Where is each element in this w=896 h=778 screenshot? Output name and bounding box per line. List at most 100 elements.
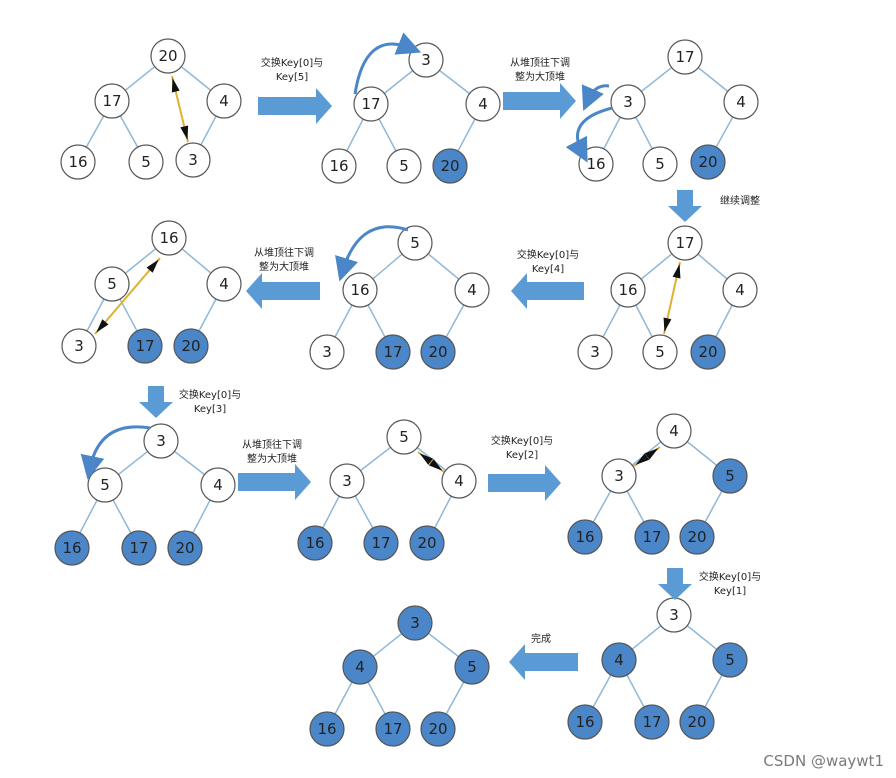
t4-node-value: 16 [618,281,637,299]
t9-node: 5 [712,458,748,494]
t11-node-circle [397,605,433,641]
t6-node-circle [206,266,242,302]
t4-node: 16 [610,272,646,308]
t10-node-circle [679,704,715,740]
curve-arrow-t2 [353,32,422,95]
t8-node: 3 [329,463,365,499]
t6-node: 20 [173,328,209,364]
t5-node-value: 20 [428,343,447,361]
t10-node: 5 [712,642,748,678]
t8-node: 5 [386,419,422,455]
label-adjust-c-2: 整为大顶堆 [247,452,297,465]
arrow-right-2 [503,83,576,119]
t6-node-value: 16 [159,229,178,247]
t4-node: 5 [642,334,678,370]
t8-node-circle [297,525,333,561]
t9-node-value: 5 [725,467,735,485]
t8-node: 17 [363,525,399,561]
label-continue: 继续调整 [720,194,760,207]
t2-node: 4 [465,86,501,122]
t1-node: 20 [150,38,186,74]
t10-node: 4 [601,642,637,678]
t10-node-value: 20 [687,713,706,731]
t1-node: 16 [60,144,96,180]
t5-node-value: 4 [467,281,477,299]
t8-node-circle [386,419,422,455]
label-swap-0-3-2: Key[3] [194,404,226,415]
t5-node-circle [375,334,411,370]
t9-node-circle [567,519,603,555]
t3-node-value: 16 [586,155,605,173]
label-adjust-b-2: 整为大顶堆 [259,260,309,273]
t2-node-value: 16 [329,157,348,175]
t4-node: 4 [722,272,758,308]
t1-node-circle [60,144,96,180]
t10-node-value: 5 [725,651,735,669]
t10-node-circle [601,642,637,678]
t4-node-value: 3 [590,343,600,361]
curve-arrow-t3-lower [565,106,613,163]
t4-node: 3 [577,334,613,370]
t2-node-value: 17 [361,95,380,113]
t5-node: 5 [397,225,433,261]
t9-node-circle [634,519,670,555]
t4-node-value: 17 [675,234,694,252]
t10-node-circle [634,704,670,740]
t10-node: 17 [634,704,670,740]
arrow-left-2 [246,273,320,309]
t10-node-value: 16 [575,713,594,731]
t2-node-circle [353,86,389,122]
t7-node-circle [167,530,203,566]
t11-node: 4 [342,649,378,685]
arrow-right-4 [488,465,561,501]
t11-node: 16 [309,711,345,747]
t2-node: 20 [432,148,468,184]
t10-node: 16 [567,704,603,740]
t1-node-circle [150,38,186,74]
t2-node: 5 [386,148,422,184]
t9-node-circle [656,413,692,449]
t11-node-circle [342,649,378,685]
label-swap-0-2-2: Key[2] [506,450,538,461]
t1-node-circle [206,83,242,119]
t8-node-value: 3 [342,472,352,490]
t9-node-circle [679,519,715,555]
t9-node-value: 3 [614,467,624,485]
t6-node: 5 [94,266,130,302]
t5-node-value: 5 [410,234,420,252]
label-done: 完成 [531,632,551,645]
t11-node-circle [420,711,456,747]
t1-node-value: 20 [158,47,177,65]
t3-node: 17 [667,39,703,75]
t5-node-circle [342,272,378,308]
step-labels: 交换Key[0]与 Key[5] 从堆顶往下调 整为大顶堆 继续调整 交换Key… [179,56,761,645]
t9-node-circle [712,458,748,494]
t6-node-circle [173,328,209,364]
t9-node-value: 20 [687,528,706,546]
t1-node: 5 [128,144,164,180]
label-swap-0-1-1: 交换Key[0]与 [699,570,761,583]
t8-node-value: 16 [305,534,324,552]
t11-node-value: 3 [410,614,420,632]
t5-node: 17 [375,334,411,370]
swap-t9-head [635,453,650,465]
t10-node-value: 3 [669,606,679,624]
t9-node: 17 [634,519,670,555]
curve-arrow-t3 [581,84,610,111]
t8-node-value: 5 [399,428,409,446]
t10-node-circle [567,704,603,740]
t4-node-circle [577,334,613,370]
t8-node-circle [363,525,399,561]
t4-node-circle [610,272,646,308]
t5-node: 20 [420,334,456,370]
swap-t6 [94,257,161,335]
t4-node-circle [690,334,726,370]
t2-node-value: 20 [440,157,459,175]
label-swap-0-2-1: 交换Key[0]与 [491,434,553,447]
arrow-down-2 [139,386,173,418]
t3-node-circle [690,144,726,180]
t9-node-value: 16 [575,528,594,546]
t1-node-circle [94,83,130,119]
t7-node-value: 5 [100,476,110,494]
t8-node: 16 [297,525,333,561]
